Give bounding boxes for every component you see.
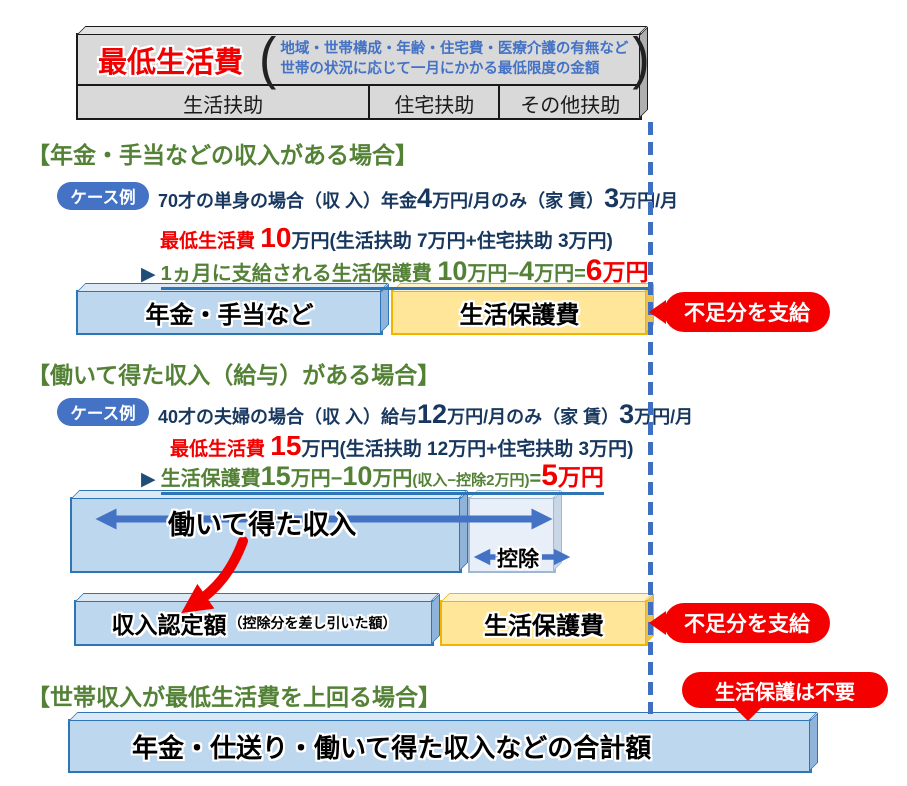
bevel-right-face: [553, 490, 562, 572]
close-paren: ): [632, 27, 650, 92]
min-cost-label-2: 最低生活費: [170, 439, 271, 460]
triangle-marker-icon: ▶: [141, 264, 156, 285]
case1-rent-amount: 3: [604, 183, 620, 213]
total-income-bar-label: 年金・仕送り・働いて得た収入などの合計額: [132, 732, 652, 763]
bevel-right-face: [459, 490, 468, 572]
assessed-income-bar-note: （控除分を差し引いた額）: [228, 615, 397, 631]
formula1-minus: 万円−: [467, 263, 520, 285]
triangle-marker-icon: ▶: [141, 469, 156, 490]
shortfall-badge-1-label: 不足分を支給: [684, 302, 810, 325]
case2-text: 40才の夫婦の場合（収 入）給与: [158, 407, 418, 427]
deduction-label: 控除: [497, 548, 539, 571]
formula1-equals: 万円=: [534, 263, 586, 285]
no-welfare-badge: 生活保護は不要: [682, 672, 888, 721]
section-earned-heading: 【働いて得た収入（給与）がある場合】: [27, 362, 441, 388]
shortfall-badge-2: 不足分を支給: [649, 603, 830, 643]
case2-text3: 万円/月: [634, 407, 694, 427]
formula2-income: 10: [342, 461, 373, 491]
assessed-income-bar-label: 収入認定額: [111, 612, 227, 638]
formula1-min: 10: [437, 256, 468, 286]
note-line-1: 地域・世帯構成・年齢・住宅費・医療介護の有無など: [280, 41, 629, 58]
min-cost-value-2: 15: [270, 430, 302, 461]
formula1-result-unit: 万円: [602, 259, 649, 285]
earned-income-bar: [70, 490, 468, 573]
bevel-right-face: [431, 593, 440, 645]
case2-text2: 万円/月のみ（家 賃）: [447, 407, 620, 427]
formula1-income: 4: [519, 256, 535, 286]
section-pension-heading: 【年金・手当などの収入がある場合】: [27, 142, 418, 168]
case1-text: 70才の単身の場合（収 入）年金: [158, 191, 418, 211]
pension-income-bar-label: 年金・手当など: [145, 302, 314, 329]
assistance-type-row: 生活扶助 住宅扶助 その他扶助: [78, 84, 640, 120]
cost-definition-note: 地域・世帯構成・年齢・住宅費・医療介護の有無など 世帯の状況に応じて一月にかかる…: [280, 40, 628, 78]
case2-rent-amount: 3: [619, 399, 635, 429]
cell-housing-assistance: 住宅扶助: [368, 86, 498, 120]
bevel-right-face: [809, 712, 818, 772]
cell-other-assistance: その他扶助: [498, 86, 640, 120]
open-paren: (: [259, 27, 277, 92]
minimum-cost-line-1: 最低生活費 10万円(生活扶助 7万円+住宅扶助 3万円): [160, 222, 613, 254]
case2-salary-amount: 12: [417, 399, 448, 429]
minimum-cost-line-2: 最低生活費 15万円(生活扶助 12万円+住宅扶助 3万円): [170, 430, 633, 462]
welfare-benefit-bar-1: 生活保護費: [391, 283, 654, 335]
min-cost-breakdown-1: 万円(生活扶助 7万円+住宅扶助 3万円): [291, 231, 613, 252]
case-description-2: 40才の夫婦の場合（収 入）給与12万円/月のみ（家 賃）3万円/月: [158, 399, 693, 430]
formula2-text: 生活保護費: [160, 468, 261, 490]
assessed-income-bar: 収入認定額 （控除分を差し引いた額）: [74, 593, 440, 646]
case-example-badge-2: ケース例: [57, 398, 149, 426]
formula2-underlined: 生活保護費15万円−10万円(収入−控除2万円)=5万円: [160, 459, 604, 495]
note-line-2: 世帯の状況に応じて一月にかかる最低限度の金額: [280, 60, 600, 77]
bevel-top-face: [68, 712, 818, 721]
shortfall-badge-2-label: 不足分を支給: [684, 613, 810, 636]
shortfall-badge-1: 不足分を支給: [649, 292, 830, 332]
formula2-equals: =: [529, 468, 542, 490]
min-cost-breakdown-2: 万円(生活扶助 12万円+住宅扶助 3万円): [301, 439, 634, 460]
formula1-text: 1ヵ月に支給される生活保護費: [160, 263, 438, 285]
minimum-cost-boundary-dashed-line: [648, 122, 653, 714]
bevel-top-face: [76, 26, 648, 35]
formula1-underlined: 1ヵ月に支給される生活保護費 10万円−4万円=6万円: [160, 254, 649, 290]
formula1-result-number: 6: [585, 254, 603, 287]
min-cost-label-1: 最低生活費: [160, 231, 261, 252]
min-cost-value-1: 10: [260, 222, 292, 253]
bevel-right-face: [380, 283, 389, 334]
section-exceed-heading: 【世帯収入が最低生活費を上回る場合】: [27, 684, 441, 710]
welfare-benefit-bar-2-label: 生活保護費: [484, 612, 604, 640]
formula2-unit: 万円: [372, 468, 413, 490]
formula2-result-unit: 万円: [557, 464, 604, 490]
minimum-living-cost-header: 最低生活費 ( 地域・世帯構成・年齢・住宅費・医療介護の有無など 世帯の状況に応…: [78, 27, 650, 92]
welfare-benefit-bar-2: 生活保護費: [440, 593, 654, 646]
formula2-minus: 万円−: [290, 468, 343, 490]
case-description-1: 70才の単身の場合（収 入）年金4万円/月のみ（家 賃）3万円/月: [158, 183, 678, 214]
cell-livelihood-assistance: 生活扶助: [183, 94, 264, 117]
earned-income-bar-label: 働いて得た収入: [168, 510, 357, 540]
benefit-formula-1: ▶1ヵ月に支給される生活保護費 10万円−4万円=6万円: [141, 253, 649, 290]
formula2-result-number: 5: [541, 459, 558, 492]
case-example-badge-1: ケース例: [57, 182, 149, 210]
welfare-benefit-bar-1-label: 生活保護費: [459, 302, 580, 329]
minimum-living-cost-box: 最低生活費 ( 地域・世帯構成・年齢・住宅費・医療介護の有無など 世帯の状況に応…: [76, 26, 650, 120]
formula2-deduction-note: (収入−控除2万円): [412, 472, 530, 489]
bevel-top-face: [74, 593, 440, 602]
pension-income-bar: 年金・手当など: [76, 283, 389, 335]
case1-pension-amount: 4: [417, 183, 433, 213]
bevel-top-face: [440, 593, 654, 602]
case1-text2: 万円/月のみ（家 賃）: [432, 191, 605, 211]
total-income-bar: 年金・仕送り・働いて得た収入などの合計額: [68, 712, 818, 773]
formula2-min: 15: [260, 461, 291, 491]
no-welfare-badge-label: 生活保護は不要: [715, 681, 855, 704]
benefit-formula-2: ▶生活保護費15万円−10万円(収入−控除2万円)=5万円: [141, 458, 604, 495]
minimum-living-cost-title: 最低生活費: [98, 46, 244, 79]
